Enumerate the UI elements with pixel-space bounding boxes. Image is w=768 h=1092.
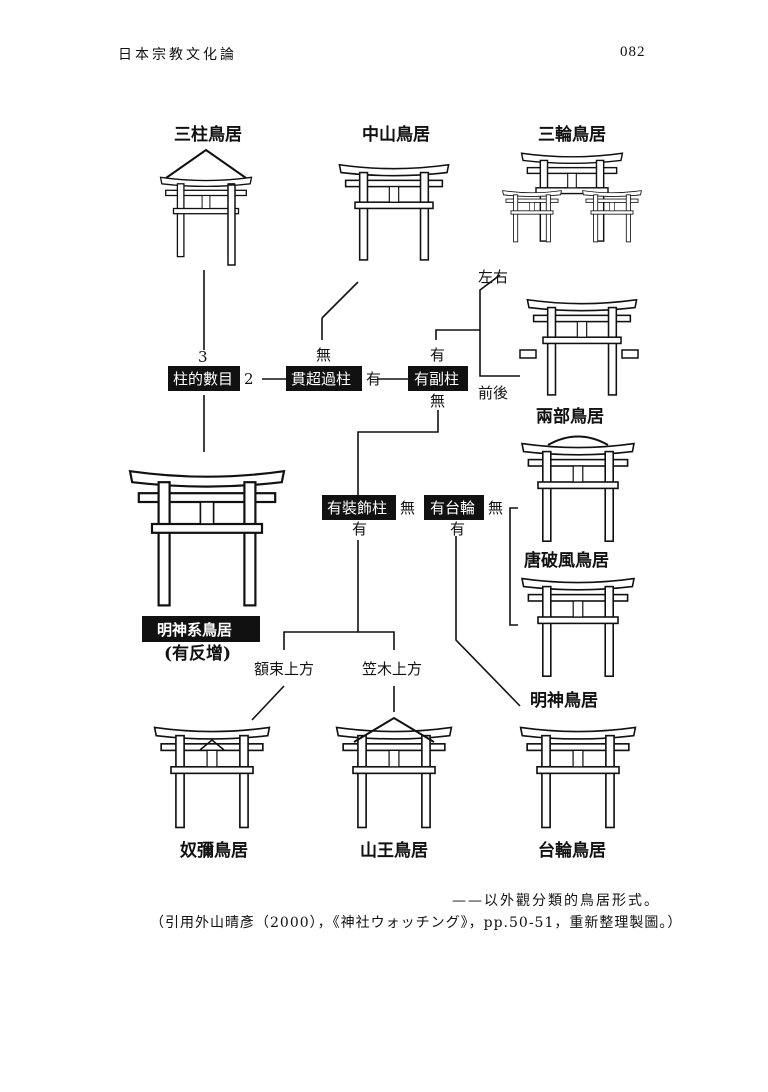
box-sub-pillar — [408, 366, 468, 391]
branch-front-back: 前後 — [478, 384, 508, 402]
ryobu-torii-illustration — [519, 298, 639, 396]
branch-daiwa-none: 無 — [488, 499, 503, 517]
branch-decorative-has: 有 — [352, 520, 367, 538]
label-myojin-torii: 明神鳥居 — [530, 690, 598, 711]
figure-caption: ——以外觀分類的鳥居形式。 — [452, 893, 660, 909]
karahafu-torii-illustration — [521, 435, 635, 543]
connector-lines — [203, 270, 521, 721]
nunobiki-torii-illustration — [153, 726, 271, 829]
branch-gakuzuka-above: 額束上方 — [254, 660, 314, 678]
branch-left-right: 左右 — [478, 268, 508, 286]
myojin-kei-box — [142, 616, 260, 642]
box-pillar-count-label: 柱的數目 — [173, 370, 233, 388]
label-myojin-kei-note: (有反增) — [164, 643, 231, 664]
myojin-kei-torii-illustration — [128, 470, 286, 607]
miwa-torii-illustration — [502, 152, 642, 243]
label-myojin-kei-torii: 明神系鳥居 — [157, 621, 232, 639]
label-ryobu-torii: 兩部鳥居 — [536, 406, 604, 427]
figure-source-citation: （引用外山晴彥（2000），《神社ウォッチング》，pp.50-51，重新整理製圖… — [150, 915, 683, 931]
branch-three: 3 — [198, 348, 208, 366]
box-decorative-pillar — [322, 495, 396, 520]
box-nuki-over-pillar — [286, 366, 362, 391]
mihashira-torii-illustration — [159, 148, 253, 266]
label-nunobiki-torii: 奴彌鳥居 — [179, 840, 248, 861]
myojin-torii-illustration — [521, 577, 635, 678]
daiwa-torii-illustration — [519, 726, 637, 829]
branch-daiwa-has: 有 — [450, 520, 465, 538]
box-sub-pillar-label: 有副柱 — [414, 370, 459, 388]
box-daiwa — [424, 495, 484, 520]
box-decorative-pillar-label: 有裝飾柱 — [327, 499, 387, 517]
branch-decorative-none: 無 — [400, 499, 415, 517]
box-pillar-count — [168, 366, 240, 391]
label-nakayama-torii: 中山鳥居 — [362, 124, 430, 145]
page-number: 082 — [620, 44, 646, 60]
label-sanno-torii: 山王鳥居 — [360, 840, 428, 861]
book-title: 日本宗教文化論 — [118, 47, 237, 63]
branch-nuki-has: 有 — [366, 370, 381, 388]
box-daiwa-label: 有台輪 — [430, 499, 475, 517]
label-mihashira-torii: 三柱鳥居 — [174, 124, 242, 145]
branch-nuki-none: 無 — [316, 346, 331, 364]
sanno-torii-illustration — [335, 716, 453, 829]
label-miwa-torii: 三輪鳥居 — [538, 124, 606, 145]
branch-two: 2 — [244, 370, 254, 388]
label-daiwa-torii: 台輪鳥居 — [538, 840, 606, 861]
branch-sub-none: 無 — [430, 392, 445, 410]
box-nuki-over-pillar-label: 貫超過柱 — [291, 370, 351, 388]
label-karahafu-torii: 唐破風鳥居 — [524, 550, 609, 571]
nakayama-torii-illustration — [338, 163, 450, 261]
branch-sub-has: 有 — [430, 346, 445, 364]
branch-kasagi-above: 笠木上方 — [362, 660, 422, 678]
